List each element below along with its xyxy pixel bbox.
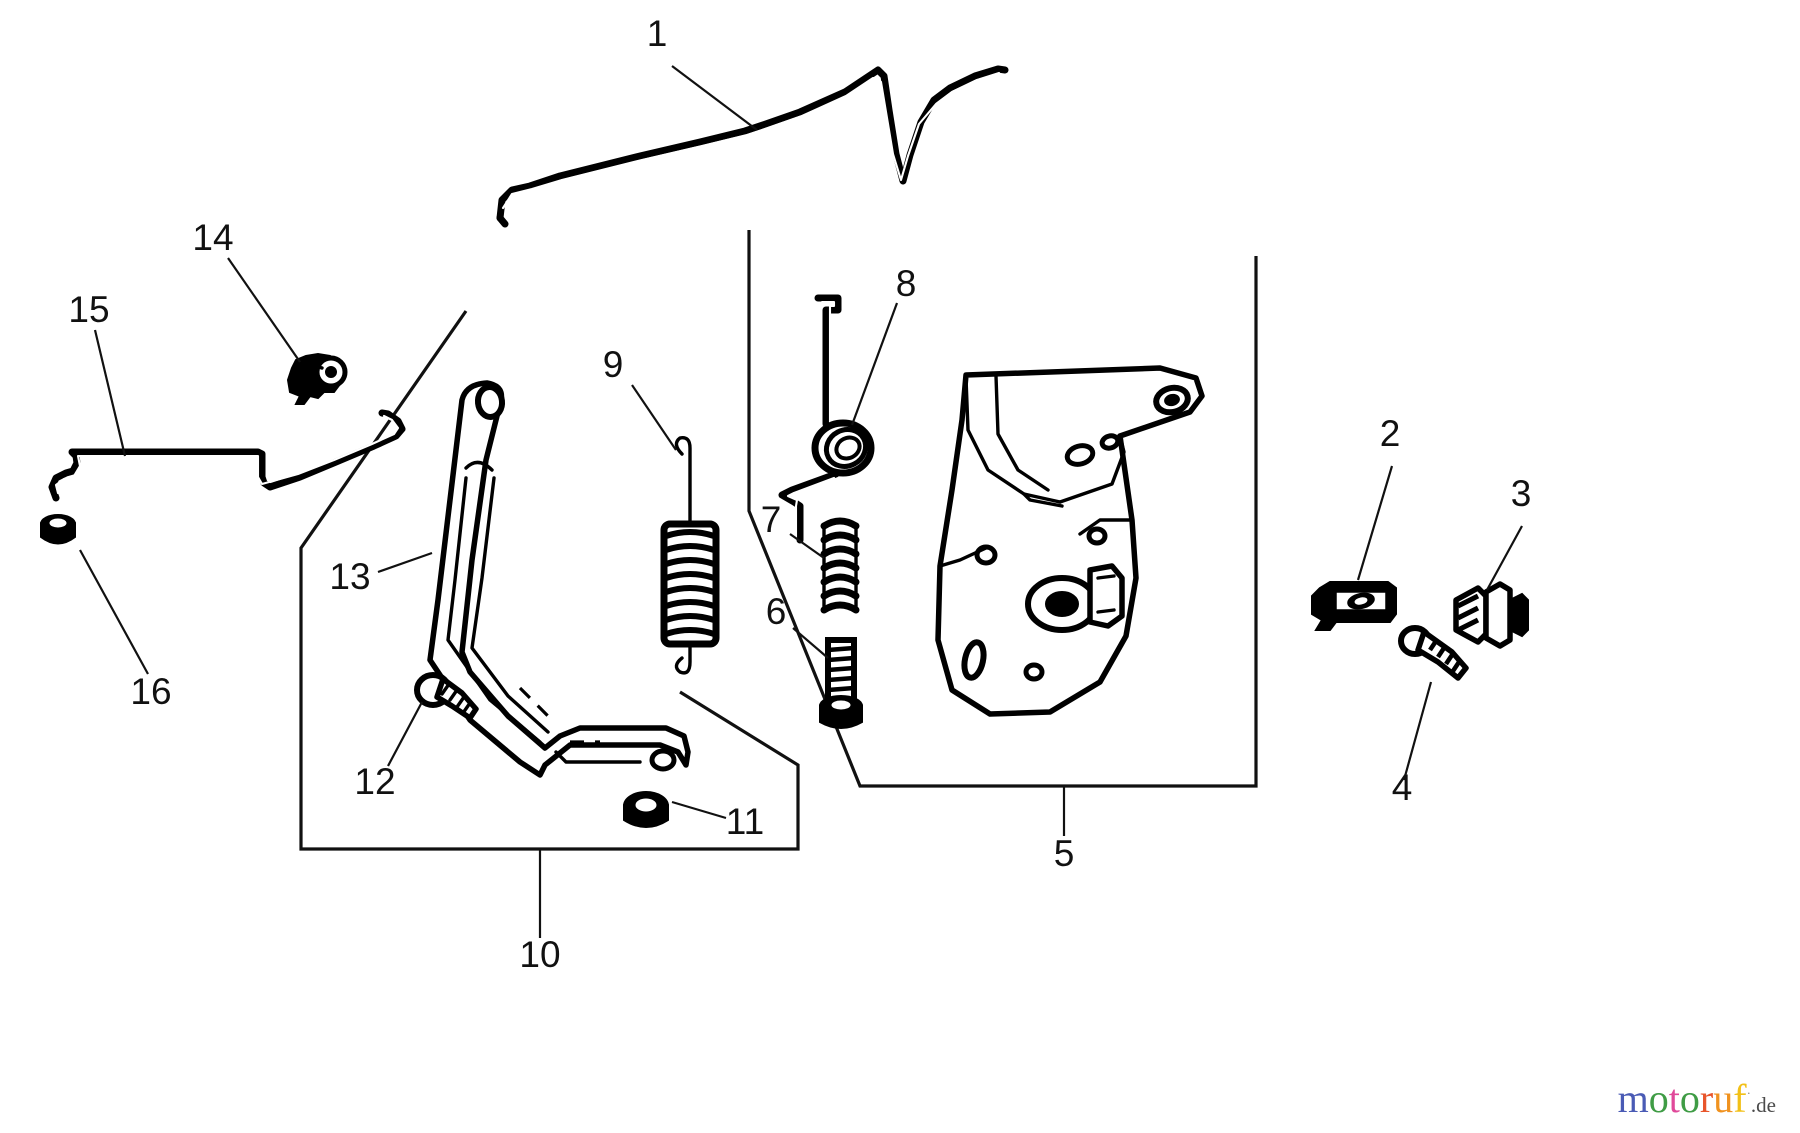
part-5-bracket-assembly <box>935 365 1205 717</box>
leader-8 <box>850 302 899 426</box>
leader-15 <box>93 329 127 457</box>
motoruf-watermark: motoruf·.de <box>1618 1079 1776 1119</box>
watermark-tld: .de <box>1750 1093 1776 1117</box>
leader-3 <box>1486 525 1523 591</box>
watermark-letter-t: t <box>1668 1076 1680 1121</box>
callout-14: 14 <box>192 217 233 258</box>
part-11-lock-nut <box>623 791 669 828</box>
part-3-shoulder-bolt <box>1453 581 1529 649</box>
part-8-torsion-spring <box>778 294 875 544</box>
leader-13 <box>377 551 433 574</box>
group-boundary-5 <box>747 230 1258 788</box>
callout-7: 7 <box>761 499 782 540</box>
leader-14 <box>227 257 301 363</box>
part-16-flange-nut <box>40 514 76 545</box>
part-14-cable-clip <box>286 352 348 405</box>
part-15-link-rod <box>48 409 406 502</box>
callout-10: 10 <box>519 934 560 975</box>
leader-2 <box>1356 465 1394 581</box>
watermark-letter-o1: o <box>1648 1076 1669 1121</box>
callout-9: 9 <box>603 344 624 385</box>
leader-6 <box>792 627 829 659</box>
callout-11: 11 <box>726 801 764 842</box>
part-13-lever <box>427 380 691 778</box>
part-7-compression-spring <box>820 517 860 614</box>
callout-3: 3 <box>1511 473 1532 514</box>
callout-2: 2 <box>1380 413 1401 454</box>
part-4-screw <box>1398 625 1469 681</box>
callout-numbers: 1 2 3 4 5 6 7 8 9 10 11 12 13 14 15 16 <box>68 13 1531 975</box>
callout-8: 8 <box>896 263 917 304</box>
leader-lines <box>79 65 1523 938</box>
leader-4 <box>1402 681 1433 781</box>
part-12-shoulder-screw <box>414 672 479 721</box>
callout-6: 6 <box>766 591 787 632</box>
watermark-letter-o2: o <box>1679 1076 1700 1121</box>
part-1-control-rod <box>496 65 1009 228</box>
watermark-accent-dot: · <box>1746 1085 1751 1101</box>
leader-1 <box>671 65 758 131</box>
leader-11 <box>671 800 727 820</box>
callout-13: 13 <box>329 556 370 597</box>
callout-5: 5 <box>1054 833 1075 874</box>
part-6-hex-bolt <box>819 637 863 729</box>
part-2-bracket-clip <box>1311 581 1397 631</box>
callout-12: 12 <box>354 761 395 802</box>
callout-1: 1 <box>647 13 668 54</box>
callout-16: 16 <box>130 671 171 712</box>
group-boundary-10 <box>299 310 800 851</box>
watermark-letter-u: u <box>1713 1076 1734 1121</box>
watermark-letter-r: r <box>1699 1076 1714 1121</box>
watermark-letter-m: m <box>1617 1076 1649 1121</box>
callout-15: 15 <box>68 289 109 330</box>
watermark-letter-f: f <box>1733 1076 1747 1121</box>
leader-16 <box>79 549 149 675</box>
leader-9 <box>631 384 677 451</box>
leader-7 <box>789 533 825 559</box>
leader-12 <box>387 701 423 767</box>
callout-4: 4 <box>1392 767 1413 808</box>
part-9-extension-spring <box>660 436 720 675</box>
